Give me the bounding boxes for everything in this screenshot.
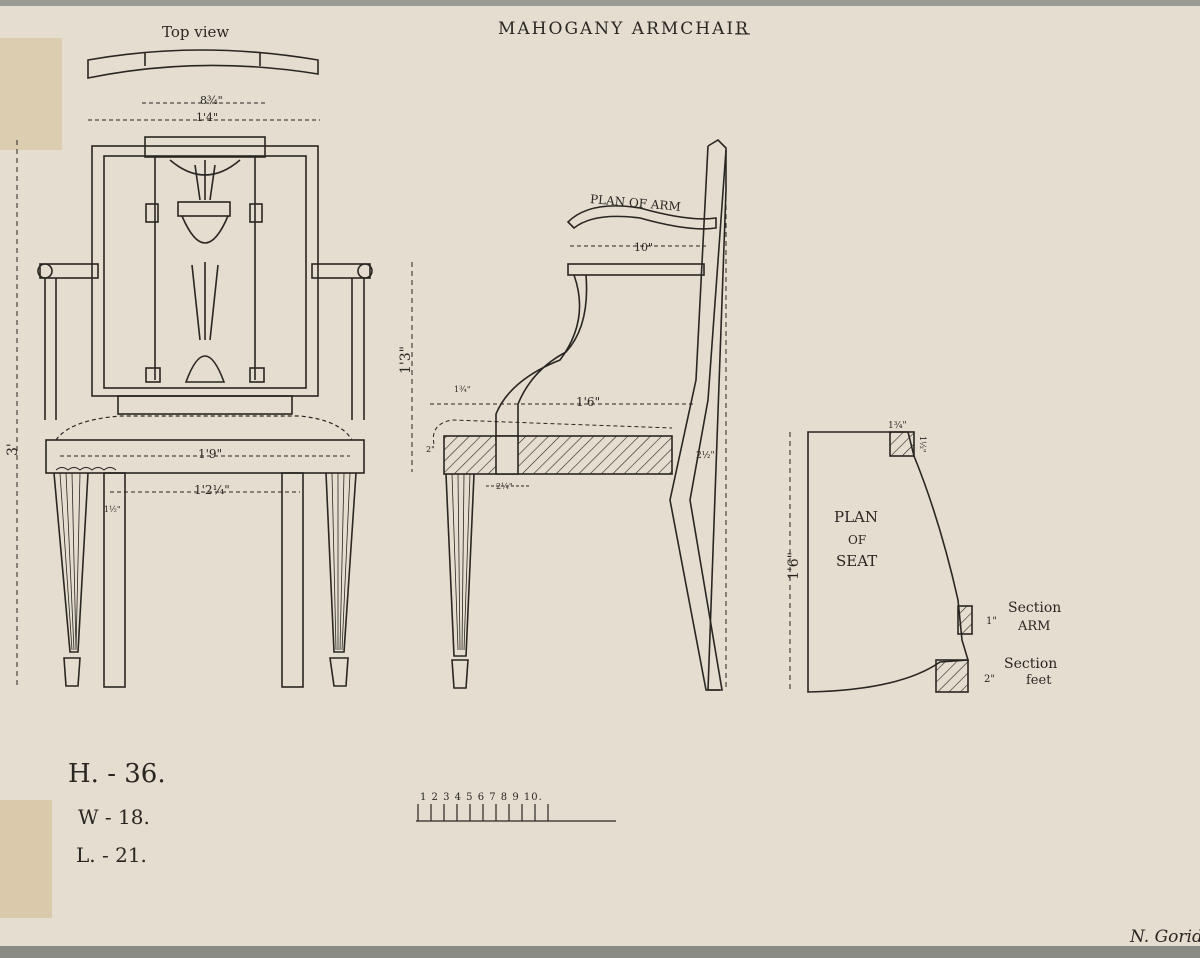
dim-height: 3' <box>5 443 21 456</box>
dim-seat-depth: 1'6" <box>576 395 600 409</box>
scale-bar: 1 2 3 4 5 6 7 8 9 10. <box>416 792 616 822</box>
dim-front-leg: 1½" <box>104 505 121 514</box>
mount-bottom <box>0 946 1200 958</box>
dim-back-inner: 8¾" <box>200 94 223 107</box>
seat-plan-label-3: SEAT <box>836 552 877 570</box>
section-arm-label-1: Section <box>1008 600 1061 616</box>
tape-stain-top <box>0 38 62 150</box>
section-feet-dim: 2" <box>984 674 995 685</box>
seat-plan: 1'6" 1¾" 1½" PLAN OF SEAT 1" Section ARM… <box>786 420 1061 693</box>
dim-rail: 2" <box>426 445 435 454</box>
summary-height: H. - 36. <box>68 759 166 789</box>
top-view-label: Top view <box>162 23 229 41</box>
tape-stain-bottom <box>0 800 52 918</box>
dim-seat-plan-depth: 1'6" <box>786 552 802 580</box>
dim-overhang: 1¾" <box>454 385 471 394</box>
dim-arm-height: 1'3" <box>398 346 414 374</box>
signature: N. Gorid. <box>1129 927 1200 947</box>
dim-corner-w: 1¾" <box>888 420 907 431</box>
dim-back-rail: 2½" <box>696 450 715 461</box>
summary-length: L. - 21. <box>76 843 147 867</box>
summary-width: W - 18. <box>78 805 150 829</box>
paper <box>0 6 1200 946</box>
dim-seat-front: 1'9" <box>198 447 222 461</box>
seat-plan-label-2: OF <box>848 533 866 547</box>
section-arm-dim: 1" <box>986 616 997 627</box>
scale-labels: 1 2 3 4 5 6 7 8 9 10. <box>420 792 543 803</box>
dim-side-leg: 2¼" <box>496 482 513 491</box>
arm-plan <box>566 205 717 230</box>
front-view: Top view 8¾" 1'4" 3' <box>5 23 373 688</box>
dim-back-outer: 1'4" <box>196 111 218 124</box>
side-view: PLAN OF ARM 10" 1'6" 1'3" 1¾" 2" 2½" 2¼" <box>398 138 727 691</box>
section-feet-label-1: Section <box>1004 656 1057 672</box>
seat-plan-label-1: PLAN <box>834 508 878 526</box>
mount-top <box>0 0 1200 6</box>
drawing-title: MAHOGANY ARMCHAIR <box>498 19 750 39</box>
dim-arm: 10" <box>634 241 653 254</box>
section-arm-label-2: ARM <box>1017 619 1051 634</box>
top-view-rail <box>87 49 319 79</box>
dim-corner-h: 1½" <box>918 436 927 453</box>
section-feet-label-2: feet <box>1026 673 1052 688</box>
dim-leg-span: 1'2¼" <box>194 483 230 497</box>
